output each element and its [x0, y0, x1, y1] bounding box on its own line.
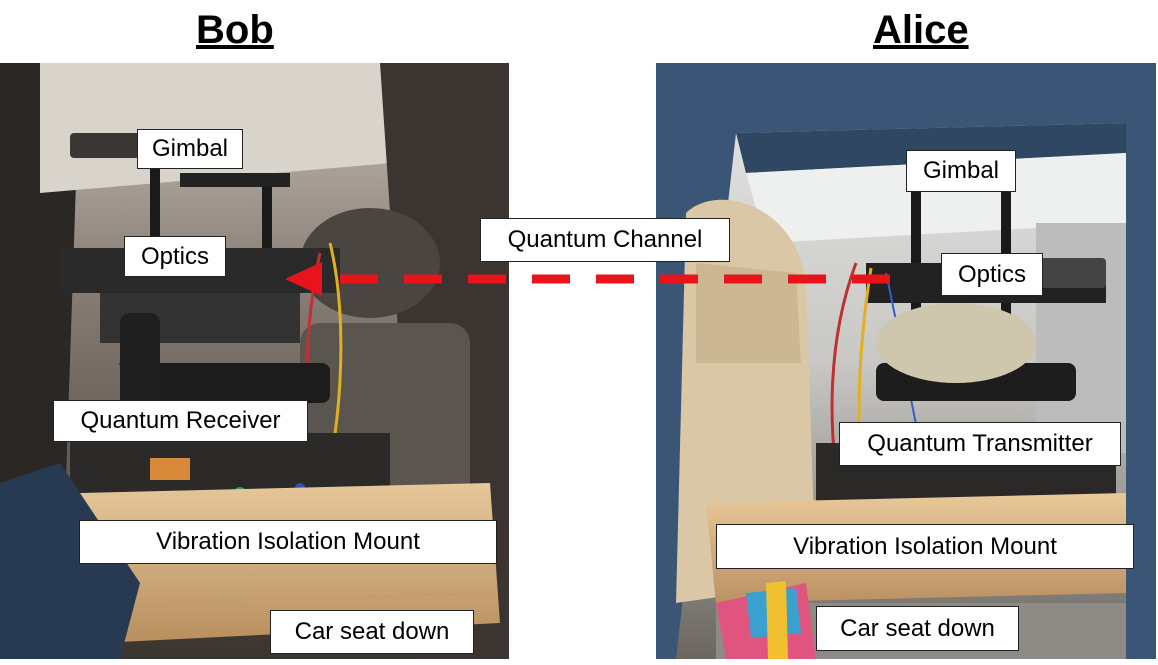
- bob-gimbal-label: Gimbal: [137, 129, 243, 169]
- alice-seat-label: Car seat down: [816, 606, 1019, 651]
- bob-mount-label: Vibration Isolation Mount: [79, 520, 497, 564]
- bob-heading: Bob: [196, 8, 274, 52]
- alice-transmitter-label: Quantum Transmitter: [839, 422, 1121, 466]
- bob-photo: [0, 63, 509, 659]
- quantum-channel-label: Quantum Channel: [480, 218, 730, 262]
- bob-seat-label: Car seat down: [270, 610, 474, 654]
- alice-mount-label: Vibration Isolation Mount: [716, 524, 1134, 569]
- bob-receiver-label: Quantum Receiver: [53, 400, 308, 442]
- alice-gimbal-label: Gimbal: [906, 150, 1016, 192]
- alice-optics-label: Optics: [941, 253, 1043, 296]
- alice-heading: Alice: [873, 8, 969, 52]
- bob-optics-label: Optics: [124, 236, 226, 277]
